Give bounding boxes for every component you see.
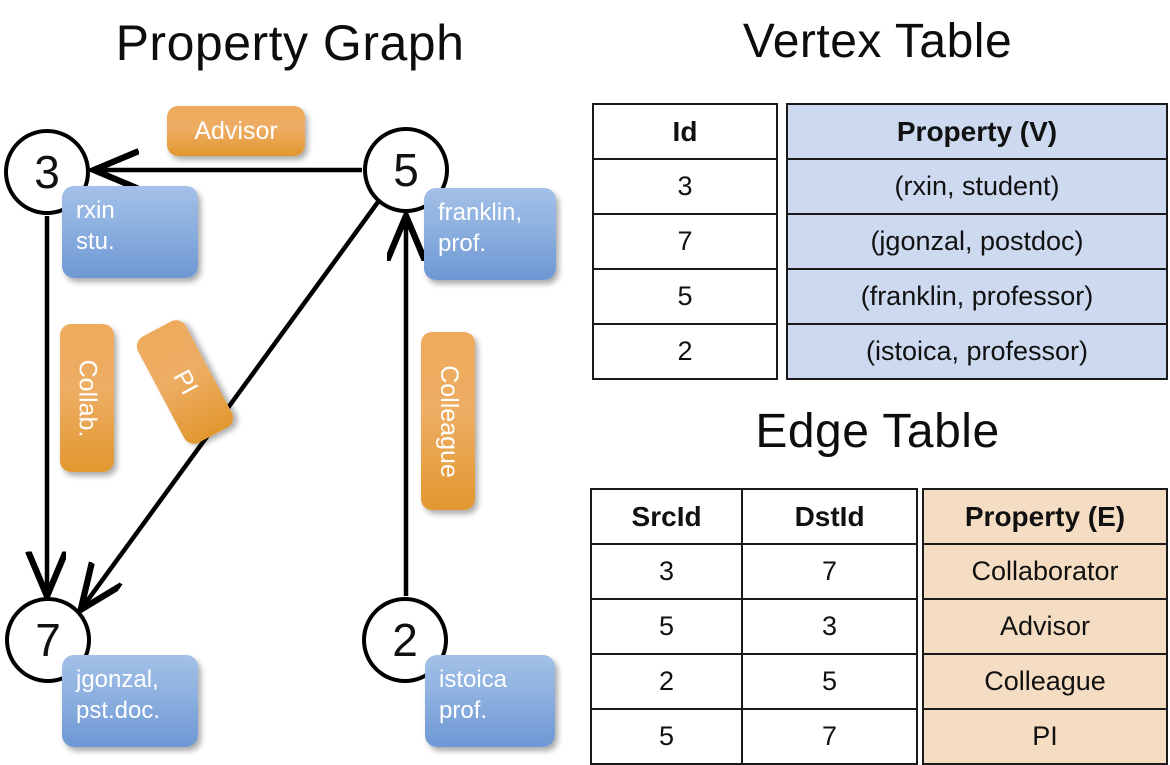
- edge-row-0-src: 3: [589, 543, 744, 600]
- page-title-edge-table: Edge Table: [755, 405, 1000, 458]
- table-row[interactable]: 5 3: [589, 598, 918, 655]
- vertex-callout-2-line2: prof.: [439, 696, 488, 724]
- vertex-table-header-id: Id: [592, 103, 778, 160]
- table-row[interactable]: Advisor: [922, 598, 1168, 655]
- graph-node-3-label: 3: [34, 146, 60, 198]
- edge-row-1-dst: 3: [741, 598, 918, 655]
- vertex-callout-3: rxin stu.: [62, 186, 198, 278]
- vertex-row-0-property: (rxin, student): [786, 158, 1168, 215]
- edge-table-header-property: Property (E): [922, 488, 1168, 545]
- property-graph-diagram: 3 5 7 2 rxin stu. franklin, prof. jgonza…: [0, 0, 585, 760]
- vertex-row-3-property: (istoica, professor): [786, 323, 1168, 380]
- edge-row-2-property: Colleague: [922, 653, 1168, 710]
- graph-node-2-label: 2: [392, 614, 418, 666]
- edge-row-2-src: 2: [589, 653, 744, 710]
- vertex-callout-2-line1: istoica: [439, 666, 508, 693]
- edge-table-property-column: Property (E) Collaborator Advisor Collea…: [922, 488, 1168, 765]
- table-row[interactable]: 5 7: [589, 708, 918, 765]
- table-row[interactable]: (jgonzal, postdoc): [786, 213, 1168, 270]
- table-row[interactable]: (franklin, professor): [786, 268, 1168, 325]
- vertex-row-3-id: 2: [592, 323, 778, 380]
- edge-5-to-7: [82, 200, 380, 608]
- edge-row-0-property: Collaborator: [922, 543, 1168, 600]
- table-row[interactable]: PI: [922, 708, 1168, 765]
- edge-label-colleague-text: Colleague: [434, 364, 463, 478]
- table-header-row: SrcId DstId: [589, 488, 918, 545]
- vertex-row-2-id: 5: [592, 268, 778, 325]
- vertex-row-1-id: 7: [592, 213, 778, 270]
- edge-row-3-dst: 7: [741, 708, 918, 765]
- table-row[interactable]: (rxin, student): [786, 158, 1168, 215]
- edge-label-advisor: Advisor: [167, 106, 305, 156]
- edge-label-collab-text: Collab.: [73, 359, 102, 437]
- vertex-table-property-column: Property (V) (rxin, student) (jgonzal, p…: [786, 103, 1168, 380]
- edge-row-0-dst: 7: [741, 543, 918, 600]
- table-row[interactable]: 2: [592, 323, 778, 380]
- edge-label-collab: Collab.: [60, 324, 114, 472]
- vertex-callout-5-line1: franklin,: [438, 199, 523, 226]
- edge-label-colleague: Colleague: [421, 332, 475, 510]
- edge-table-header-dstid: DstId: [741, 488, 918, 545]
- vertex-callout-3-line1: rxin: [76, 197, 115, 224]
- edge-row-3-src: 5: [589, 708, 744, 765]
- edge-table-id-columns: SrcId DstId 3 7 5 3 2 5 5 7: [589, 488, 918, 765]
- vertex-callout-7-line1: jgonzal,: [76, 666, 159, 693]
- graph-edges-layer: [0, 0, 585, 760]
- vertex-table-header-property: Property (V): [786, 103, 1168, 160]
- edge-row-2-dst: 5: [741, 653, 918, 710]
- graph-node-2[interactable]: 2: [362, 597, 448, 683]
- edge-row-1-property: Advisor: [922, 598, 1168, 655]
- table-row[interactable]: 2 5: [589, 653, 918, 710]
- vertex-callout-7-line2: pst.doc.: [76, 696, 161, 724]
- vertex-row-1-property: (jgonzal, postdoc): [786, 213, 1168, 270]
- edge-label-advisor-text: Advisor: [194, 116, 278, 145]
- vertex-row-0-id: 3: [592, 158, 778, 215]
- vertex-callout-3-line2: stu.: [76, 227, 115, 255]
- graph-node-7-label: 7: [35, 614, 61, 666]
- table-header-row: Property (V): [786, 103, 1168, 160]
- graph-node-5[interactable]: 5: [363, 127, 449, 213]
- edge-label-pi-text: PI: [167, 364, 204, 399]
- table-row[interactable]: (istoica, professor): [786, 323, 1168, 380]
- table-header-row: Property (E): [922, 488, 1168, 545]
- table-row[interactable]: 5: [592, 268, 778, 325]
- vertex-callout-5: franklin, prof.: [424, 188, 556, 280]
- vertex-callout-7: jgonzal, pst.doc.: [62, 655, 198, 747]
- table-row[interactable]: 3: [592, 158, 778, 215]
- table-row[interactable]: Colleague: [922, 653, 1168, 710]
- vertex-row-2-property: (franklin, professor): [786, 268, 1168, 325]
- table-header-row: Id: [592, 103, 778, 160]
- table-row[interactable]: 3 7: [589, 543, 918, 600]
- table-row[interactable]: Collaborator: [922, 543, 1168, 600]
- graph-node-5-label: 5: [393, 144, 419, 196]
- page-title-property-graph: Property Graph: [115, 15, 465, 71]
- vertex-callout-5-line2: prof.: [438, 229, 487, 257]
- edge-table-header-srcid: SrcId: [589, 488, 744, 545]
- vertex-callout-2: istoica prof.: [425, 655, 555, 747]
- edge-row-1-src: 5: [589, 598, 744, 655]
- page-title-vertex-table: Vertex Table: [742, 15, 1013, 68]
- edge-row-3-property: PI: [922, 708, 1168, 765]
- table-row[interactable]: 7: [592, 213, 778, 270]
- vertex-table-id-column: Id 3 7 5 2: [592, 103, 778, 380]
